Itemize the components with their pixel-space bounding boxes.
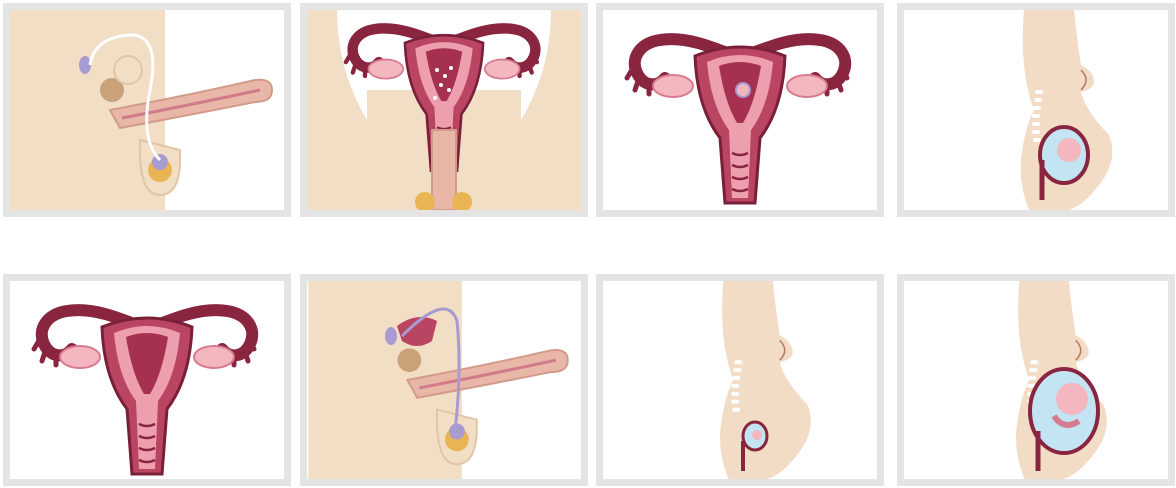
panel-pregnancy-early xyxy=(596,274,884,486)
panel-male-anatomy-purple-duct xyxy=(300,274,588,486)
panel-female-anatomy-sperm xyxy=(300,3,588,217)
panel-uterus-embryo xyxy=(596,3,884,217)
panel-pregnancy-late xyxy=(897,274,1175,486)
uterus-embryo-illustration xyxy=(603,10,877,210)
panel-uterus-plain xyxy=(3,274,291,486)
pregnancy-early-illustration xyxy=(603,281,877,479)
panel-pregnancy-mid xyxy=(897,3,1175,217)
pregnancy-late-illustration xyxy=(904,281,1168,479)
uterus-illustration xyxy=(10,281,284,479)
panel-male-anatomy-white-duct xyxy=(3,3,291,217)
pregnancy-mid-illustration xyxy=(904,10,1168,210)
female-anatomy-illustration xyxy=(307,10,581,210)
male-anatomy-illustration-2 xyxy=(307,281,581,479)
male-anatomy-illustration xyxy=(10,10,284,210)
